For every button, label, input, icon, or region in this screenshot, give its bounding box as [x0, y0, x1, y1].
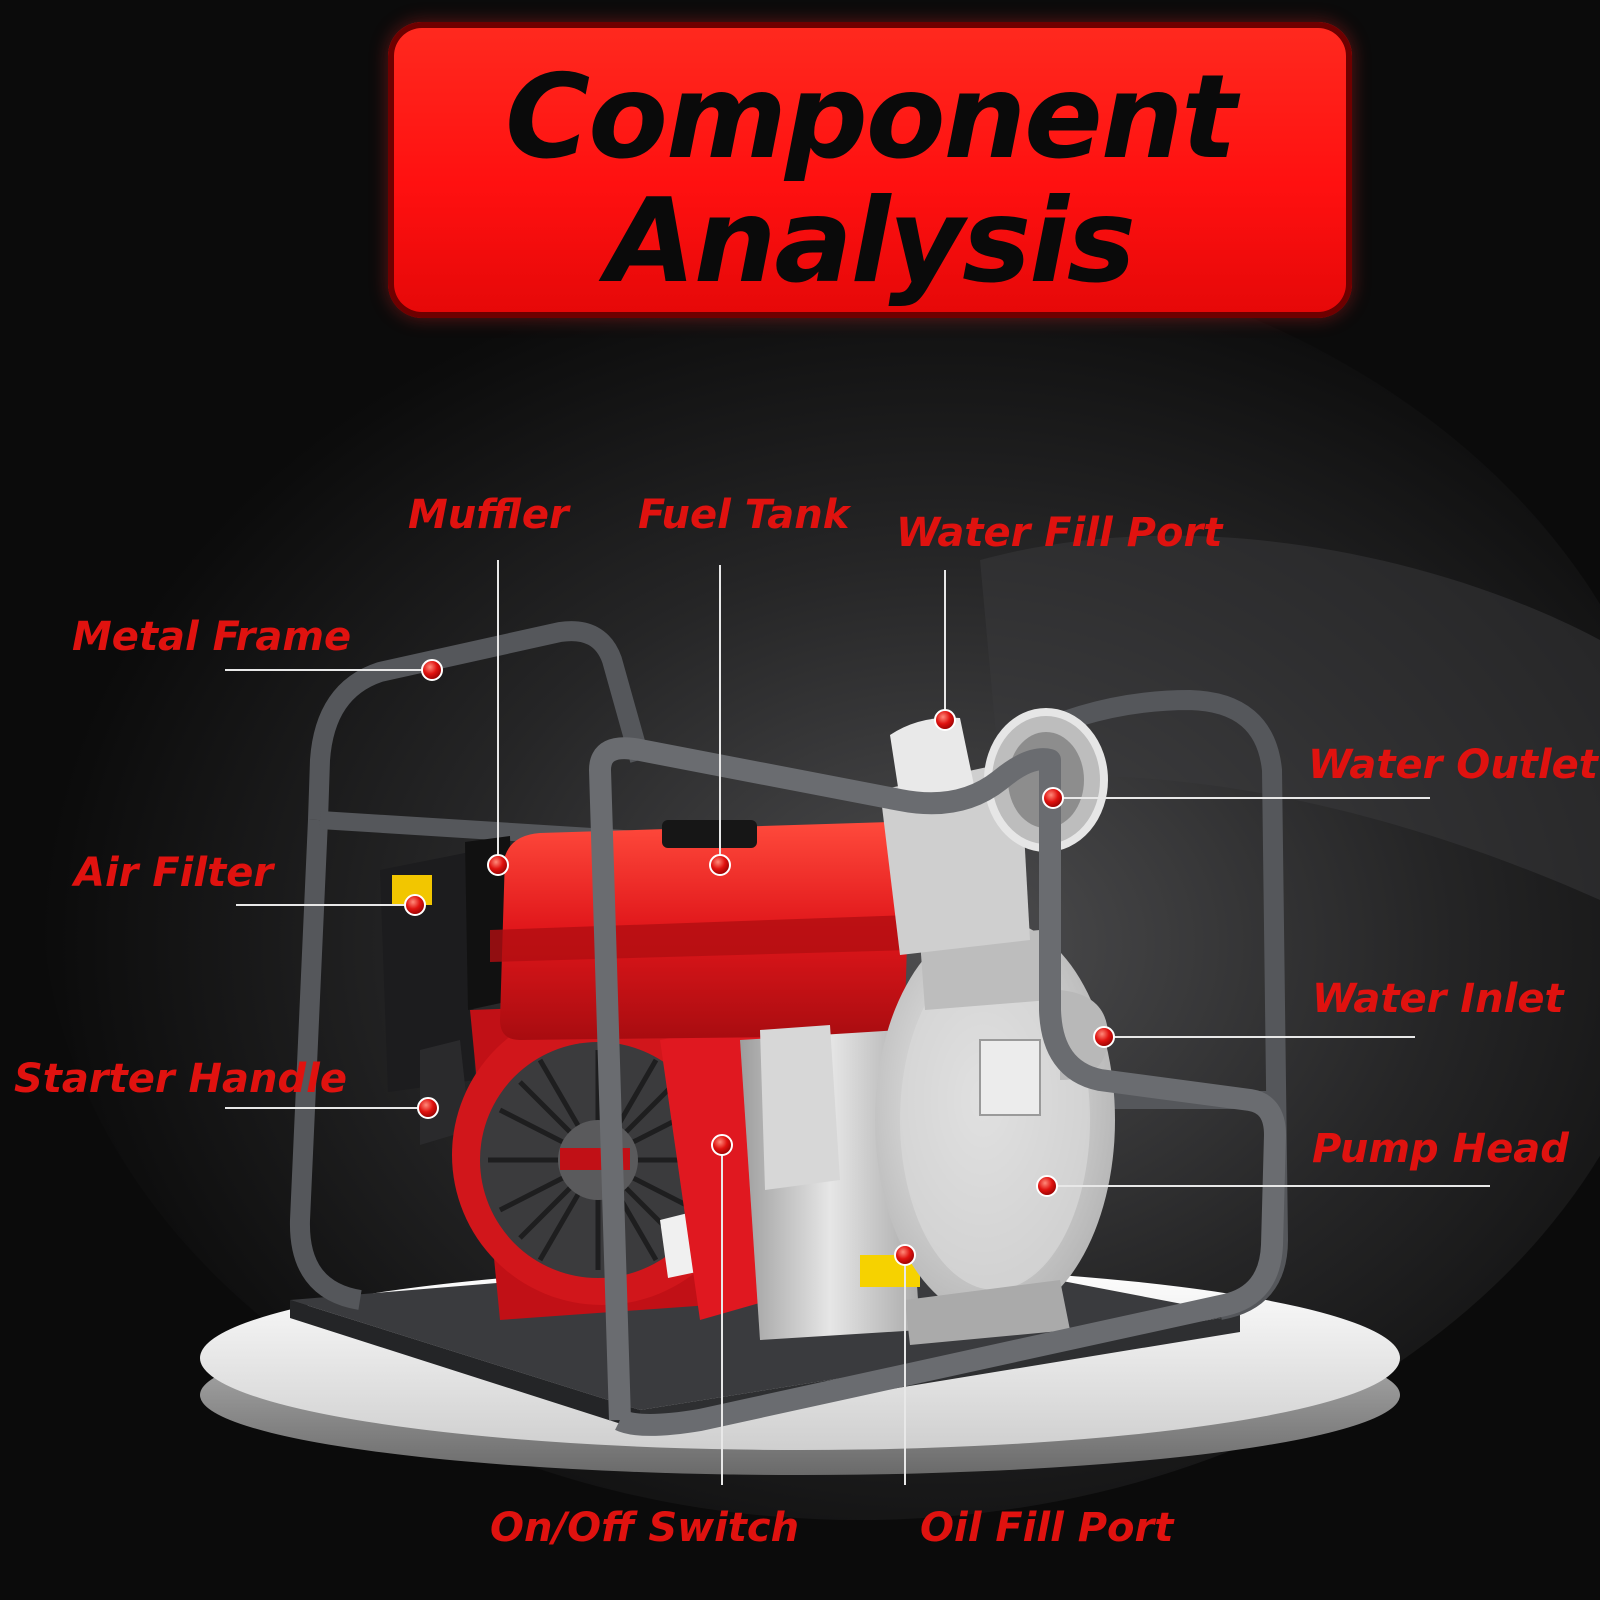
label-water-outlet: Water Outlet: [1308, 742, 1598, 788]
label-water-fill-port: Water Fill Port: [896, 510, 1223, 556]
label-on-off-switch: On/Off Switch: [490, 1505, 800, 1551]
marker-muffler: [487, 854, 509, 876]
title-line-1: Component: [505, 50, 1237, 185]
title-line-2: Analysis: [606, 174, 1136, 309]
marker-fuel-tank: [709, 854, 731, 876]
label-metal-frame: Metal Frame: [72, 614, 352, 660]
marker-pump-head: [1036, 1175, 1058, 1197]
label-fuel-tank: Fuel Tank: [638, 492, 850, 538]
marker-water-inlet: [1093, 1026, 1115, 1048]
label-starter-handle: Starter Handle: [14, 1056, 347, 1102]
marker-on-off-switch: [711, 1134, 733, 1156]
marker-metal-frame: [421, 659, 443, 681]
label-water-inlet: Water Inlet: [1312, 976, 1564, 1022]
label-muffler: Muffler: [408, 492, 569, 538]
label-air-filter: Air Filter: [74, 850, 274, 896]
title-banner: Component Analysis: [388, 22, 1352, 318]
marker-water-outlet: [1042, 787, 1064, 809]
marker-oil-fill-port: [894, 1244, 916, 1266]
marker-water-fill-port: [934, 709, 956, 731]
label-pump-head: Pump Head: [1312, 1126, 1569, 1172]
marker-air-filter: [404, 894, 426, 916]
marker-starter-handle: [417, 1097, 439, 1119]
label-oil-fill-port: Oil Fill Port: [920, 1505, 1174, 1551]
